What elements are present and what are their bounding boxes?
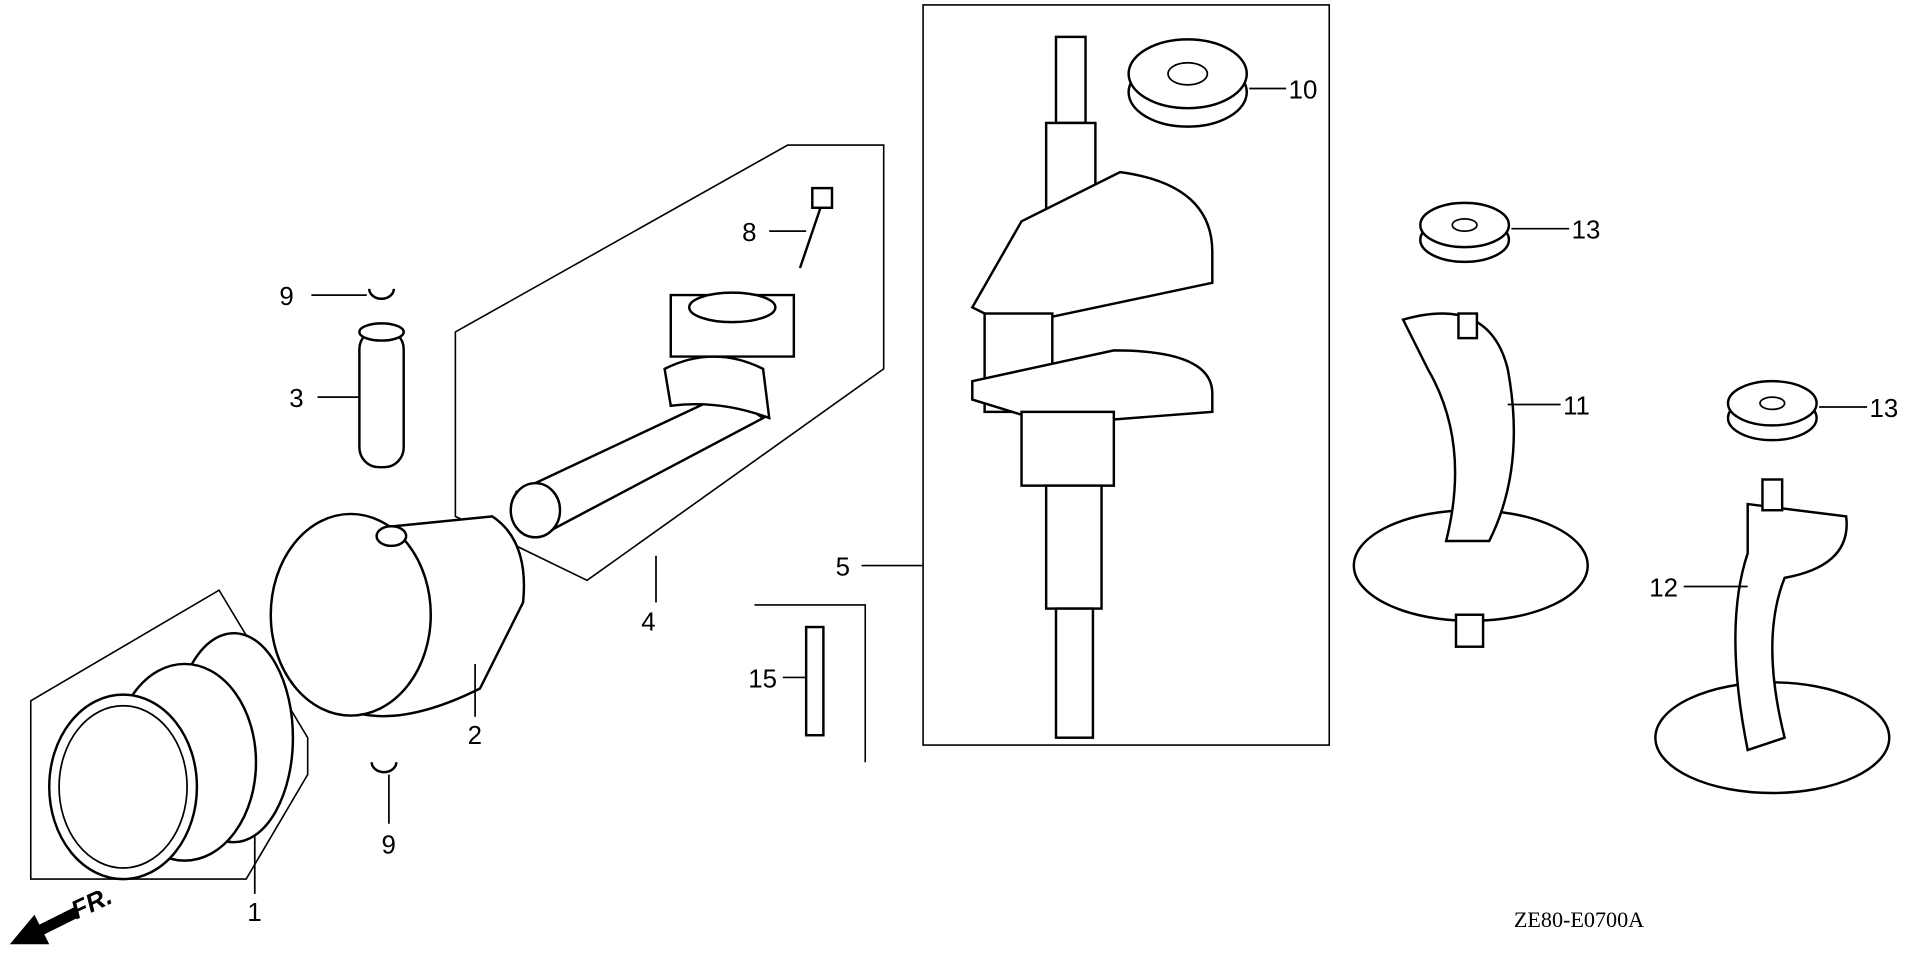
callout-12[interactable]: 12 <box>1649 574 1678 602</box>
diagram-code: ZE80-E0700A <box>1514 907 1644 932</box>
piston <box>269 512 526 718</box>
pin-clip-top <box>368 288 396 300</box>
crankshaft <box>970 35 1214 739</box>
balancer-shaft-b <box>1654 478 1891 795</box>
callout-13a[interactable]: 13 <box>1572 217 1601 245</box>
conrod-group-box <box>454 144 885 582</box>
callout-10[interactable]: 10 <box>1289 76 1318 104</box>
callout-15[interactable]: 15 <box>748 665 777 693</box>
callout-11[interactable]: 11 <box>1563 392 1590 420</box>
callout-4[interactable]: 4 <box>641 609 655 637</box>
pin-clip-bottom <box>370 762 398 774</box>
callout-1[interactable]: 1 <box>247 899 261 927</box>
callout-5[interactable]: 5 <box>836 553 850 581</box>
piston-rings <box>48 631 295 881</box>
balancer-bearing-a <box>1419 201 1511 264</box>
rod-bolt <box>798 186 834 269</box>
callout-3[interactable]: 3 <box>289 385 303 413</box>
front-direction-arrow: FR. <box>9 882 117 945</box>
key-bracket <box>754 604 867 763</box>
leader-lines <box>253 87 1868 894</box>
rings-group-box <box>29 589 309 880</box>
connecting-rod <box>509 291 796 539</box>
balancer-shaft-a <box>1352 312 1589 648</box>
main-bearing <box>1127 38 1249 128</box>
piston-pin <box>358 322 405 469</box>
crankshaft-group-box <box>922 4 1331 746</box>
callout-8[interactable]: 8 <box>742 219 756 247</box>
key <box>804 625 825 737</box>
callout-9-top[interactable]: 9 <box>279 283 293 311</box>
callout-2[interactable]: 2 <box>468 722 482 750</box>
balancer-bearing-b <box>1726 379 1818 442</box>
callout-9-bottom[interactable]: 9 <box>382 831 396 859</box>
callout-13b[interactable]: 13 <box>1870 395 1899 423</box>
